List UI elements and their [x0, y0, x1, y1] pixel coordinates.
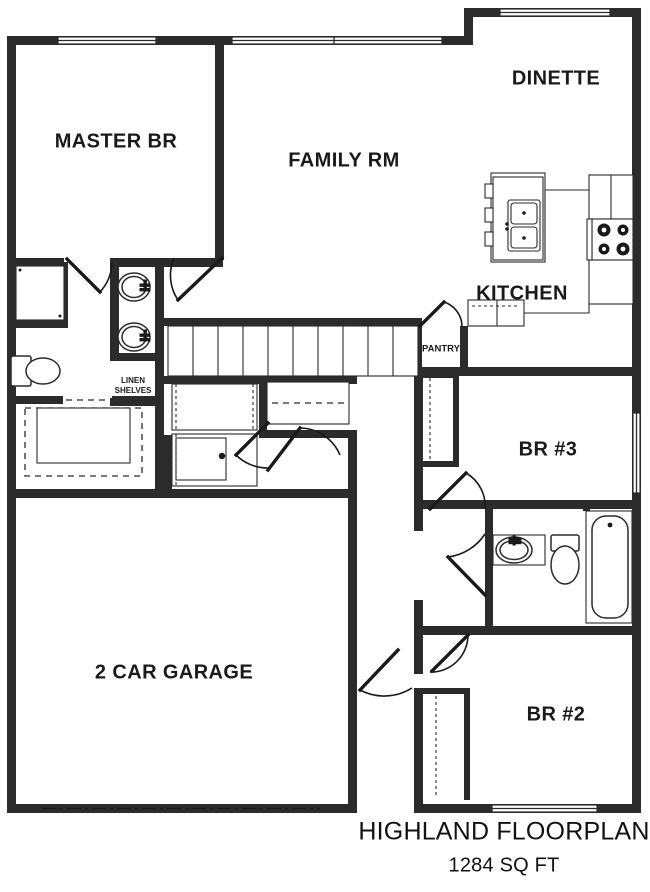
room-label-master-br: MASTER BR	[55, 130, 178, 152]
room-label-pantry: PANTRY	[422, 344, 461, 355]
hall-bath-fixtures	[492, 510, 633, 624]
linen-shelves-label-line2: SHELVES	[115, 386, 152, 395]
room-label-family-rm: FAMILY RM	[288, 149, 399, 171]
doors-layer	[64, 255, 488, 697]
room-label-garage: 2 CAR GARAGE	[95, 661, 253, 683]
walk-in-closet	[24, 399, 143, 477]
title-block: HIGHLAND FLOORPLAN 1284 SQ FT	[358, 818, 649, 877]
room-label-kitchen: KITCHEN	[476, 282, 568, 304]
laundry-utility	[171, 381, 350, 487]
plan-subtitle: 1284 SQ FT	[449, 854, 560, 876]
room-label-br-3: BR #3	[519, 438, 578, 460]
room-labels-layer: MASTER BR FAMILY RM DINETTE KITCHEN BR #…	[55, 67, 600, 725]
room-label-br-2: BR #2	[527, 703, 586, 725]
master-bath-fixtures	[10, 265, 151, 387]
stairs	[167, 321, 420, 377]
linen-shelves-label-line1: LINEN	[121, 376, 145, 385]
closet-rods	[429, 378, 437, 798]
room-label-dinette: DINETTE	[512, 67, 600, 89]
garage-door	[36, 804, 326, 813]
kitchen-fixtures	[467, 172, 634, 327]
plan-title: HIGHLAND FLOORPLAN	[358, 818, 649, 846]
windows-layer	[57, 8, 641, 813]
